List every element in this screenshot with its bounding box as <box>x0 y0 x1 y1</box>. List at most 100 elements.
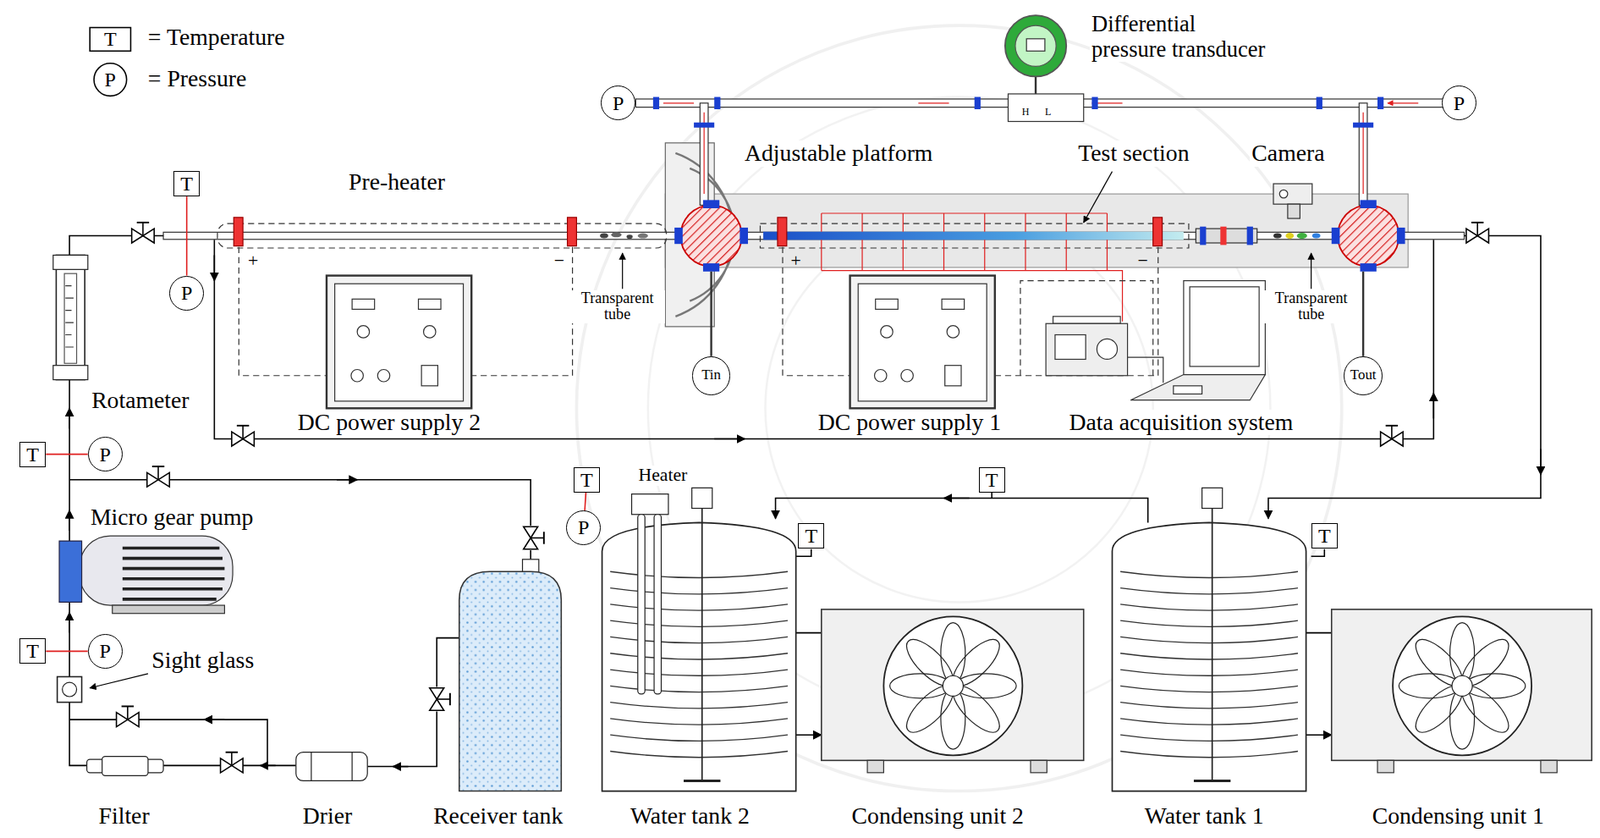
cross-fitting <box>703 263 720 272</box>
pre-heater <box>637 233 649 239</box>
outlet-tube <box>1285 232 1294 239</box>
dc-power-supply <box>326 275 996 409</box>
cross-fitting <box>1360 199 1377 209</box>
sensor-circle: P <box>600 85 636 121</box>
test-section <box>821 213 1108 232</box>
sight-glass <box>57 676 83 702</box>
sensor-label: P <box>98 640 110 661</box>
condensing-unit <box>1377 759 1394 772</box>
temperature-sensor: T <box>797 522 825 549</box>
piping <box>68 612 71 633</box>
component-label: H <box>1022 106 1030 118</box>
component-label: Receiver tank <box>431 802 565 830</box>
outlet-tube <box>1273 233 1282 239</box>
component-label: L <box>1044 106 1051 118</box>
condensing-unit <box>821 609 1592 773</box>
temperature-sensor: T <box>1311 522 1338 549</box>
piping <box>68 510 71 531</box>
sensor-label: P <box>1453 93 1465 114</box>
water-tank <box>602 487 1307 791</box>
outlet-tube <box>1312 233 1321 239</box>
component-label: Differential pressure transducer <box>1089 11 1276 61</box>
valve-symbol <box>1466 222 1490 243</box>
rotameter <box>64 273 77 363</box>
component-label: DC power supply 2 <box>296 409 483 436</box>
water-tank <box>602 487 797 791</box>
legend-sample <box>89 27 131 52</box>
cross-fitting <box>680 204 742 266</box>
legend-sample <box>89 27 131 97</box>
component-label: + <box>247 251 259 272</box>
cross-fitting <box>674 227 683 244</box>
cross-fitting <box>1396 227 1406 244</box>
valve-symbol <box>231 425 255 446</box>
sensor-label: T <box>180 173 193 194</box>
dc-power-supply <box>874 369 887 382</box>
test-section <box>777 217 787 247</box>
sensor-circle: P <box>87 436 123 472</box>
component-label: Water tank 1 <box>1143 802 1266 830</box>
differential-pressure-transducer <box>1007 93 1084 122</box>
condensing-unit <box>821 609 1084 760</box>
piping <box>336 478 358 481</box>
sight-glass <box>62 681 77 697</box>
filter <box>87 756 164 776</box>
component-label: Adjustable platform <box>742 140 935 167</box>
cross-fitting <box>1337 204 1399 266</box>
sensor-label: T <box>804 525 818 546</box>
data-acquisition <box>1189 286 1260 367</box>
dc-power-supply <box>418 298 442 309</box>
sensor-label: P <box>612 93 624 114</box>
data-acquisition <box>1045 323 1128 375</box>
sensor-label: T <box>580 469 594 490</box>
cross-fitting <box>1360 263 1377 272</box>
drier <box>351 752 353 781</box>
pointer-arrow <box>89 673 149 688</box>
sensor-circle: Tin <box>692 356 732 396</box>
component-label: T <box>104 27 117 51</box>
piping <box>1268 236 1541 519</box>
camera <box>1287 203 1300 219</box>
temperature-sensor: T <box>19 441 46 468</box>
component-label: Water tank 2 <box>628 802 752 830</box>
drier <box>296 752 368 781</box>
component-label: Rotameter <box>89 387 191 414</box>
valve-symbol <box>523 526 545 550</box>
component-label: − <box>554 251 565 272</box>
piping <box>944 497 970 500</box>
watermark-seal <box>576 25 1342 791</box>
cross-fitting <box>739 227 748 244</box>
data-acquisition <box>1127 357 1164 383</box>
sensor-label: P <box>577 516 589 538</box>
sensor-label: T <box>26 444 39 465</box>
pointer-arrow <box>1083 171 1113 223</box>
receiver-tank <box>459 571 562 791</box>
receiver-tank <box>522 559 539 573</box>
sensor-link <box>45 453 88 456</box>
component-label: Test section <box>1076 140 1191 167</box>
outlet-tube <box>1297 232 1308 239</box>
micro-gear-pump <box>122 548 226 600</box>
piping <box>775 497 1149 523</box>
component-label: − <box>1138 251 1149 272</box>
heater-element <box>637 514 645 694</box>
main-tube <box>163 231 1464 239</box>
dc-power-supply <box>335 283 464 402</box>
legend-sample <box>93 63 127 97</box>
dc-power-supply <box>901 369 913 382</box>
dc-power-supply <box>377 369 390 382</box>
dc-power-supply <box>945 365 962 386</box>
component-label: Transparent tube <box>569 290 666 325</box>
data-acquisition <box>1173 385 1203 395</box>
component-label: + <box>791 251 802 272</box>
outlet-tube <box>1199 226 1206 246</box>
rotameter <box>53 254 88 270</box>
pointer-arrow <box>621 252 623 289</box>
outlet-tube <box>1247 226 1254 246</box>
valve-symbol <box>131 222 155 243</box>
sensor-circle: P <box>169 275 204 311</box>
dc-power-supply <box>351 369 363 382</box>
piping <box>203 718 225 721</box>
